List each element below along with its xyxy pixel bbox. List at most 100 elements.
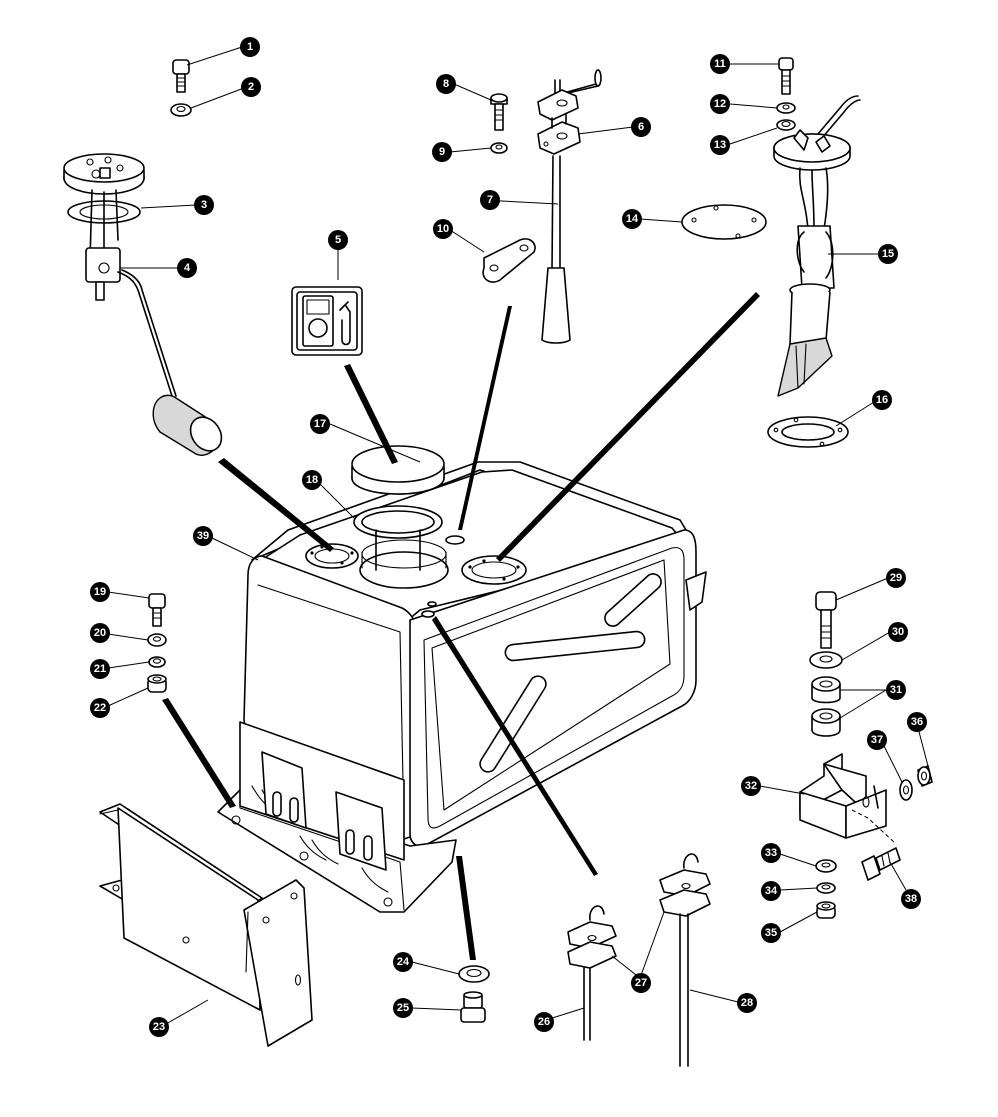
fuel-level-sender [63, 153, 223, 456]
callout-24: 24 [393, 952, 413, 972]
callout-15: 15 [878, 244, 898, 264]
svg-text:32: 32 [745, 780, 757, 792]
svg-text:33: 33 [765, 847, 777, 859]
fuel-gauge-label [291, 286, 363, 356]
callout-23: 23 [149, 1017, 169, 1037]
svg-text:7: 7 [487, 194, 493, 206]
callout-badges: 1 2 3 4 5 6 7 8 9 10 11 12 13 14 15 16 1… [90, 37, 927, 1037]
fuel-tank [217, 461, 707, 913]
bush-part-31-upper [811, 676, 841, 704]
callout-25: 25 [393, 998, 413, 1018]
svg-text:11: 11 [714, 58, 726, 70]
callout-8: 8 [436, 74, 456, 94]
svg-text:17: 17 [314, 418, 326, 430]
callout-4: 4 [177, 258, 197, 278]
svg-text:37: 37 [871, 734, 883, 746]
callout-32: 32 [741, 776, 761, 796]
callout-27: 27 [631, 973, 651, 993]
svg-text:31: 31 [890, 684, 902, 696]
callout-38: 38 [901, 889, 921, 909]
callout-9: 9 [432, 142, 452, 162]
svg-text:3: 3 [201, 199, 207, 211]
sealing-ring [767, 416, 849, 448]
svg-text:28: 28 [741, 997, 753, 1009]
bush-part-31-lower [811, 708, 841, 737]
svg-text:38: 38 [905, 893, 917, 905]
callout-6: 6 [631, 117, 651, 137]
svg-text:34: 34 [765, 885, 778, 897]
callout-17: 17 [310, 414, 330, 434]
callout-7: 7 [480, 190, 500, 210]
svg-text:26: 26 [538, 1016, 550, 1028]
filler-cap [351, 445, 445, 495]
fuel-pump-assembly [773, 95, 861, 397]
callout-18: 18 [302, 470, 322, 490]
svg-text:14: 14 [626, 213, 639, 225]
callout-39: 39 [193, 526, 213, 546]
callout-12: 12 [710, 94, 730, 114]
filler-seal [353, 505, 443, 571]
callout-11: 11 [710, 54, 730, 74]
callout-33: 33 [761, 843, 781, 863]
svg-text:8: 8 [443, 78, 449, 90]
svg-text:20: 20 [94, 627, 106, 639]
bolt-part-19 [148, 593, 166, 627]
mounting-bracket [99, 803, 313, 1047]
callout-16: 16 [872, 390, 892, 410]
callout-35: 35 [761, 923, 781, 943]
callout-37: 37 [867, 730, 887, 750]
screw-part-11 [778, 57, 794, 95]
svg-text:13: 13 [714, 139, 726, 151]
svg-text:16: 16 [876, 394, 888, 406]
pickup-tube-assembly [537, 69, 602, 344]
callout-13: 13 [710, 135, 730, 155]
svg-text:35: 35 [765, 927, 777, 939]
svg-text:12: 12 [714, 98, 726, 110]
svg-text:36: 36 [911, 716, 923, 728]
washer-part-2 [170, 103, 192, 117]
callout-19: 19 [90, 582, 110, 602]
screw-part-1 [172, 59, 190, 93]
nut-part-22 [147, 674, 167, 693]
svg-text:1: 1 [247, 41, 253, 53]
washer-part-20 [147, 633, 167, 647]
svg-text:15: 15 [882, 248, 894, 260]
svg-text:21: 21 [94, 663, 106, 675]
callout-2: 2 [241, 77, 261, 97]
callout-26: 26 [534, 1012, 554, 1032]
blanking-plate [482, 238, 536, 283]
callout-3: 3 [194, 195, 214, 215]
bolt-part-29 [815, 591, 837, 649]
pickup-tube-long [659, 853, 711, 1067]
svg-text:39: 39 [197, 530, 209, 542]
callout-34: 34 [761, 881, 781, 901]
spring-washer-part-13 [776, 119, 796, 131]
svg-text:6: 6 [638, 121, 644, 133]
svg-text:18: 18 [306, 474, 318, 486]
drain-washer [458, 965, 490, 983]
callout-28: 28 [737, 993, 757, 1013]
callout-21: 21 [90, 659, 110, 679]
svg-text:25: 25 [397, 1002, 409, 1014]
callout-5: 5 [328, 230, 348, 250]
svg-text:27: 27 [635, 977, 647, 989]
spring-washer-part-21 [148, 656, 166, 668]
washer-part-37 [899, 779, 913, 801]
svg-text:9: 9 [439, 146, 445, 158]
callout-36: 36 [907, 712, 927, 732]
svg-text:19: 19 [94, 586, 106, 598]
assembly-lines [162, 292, 760, 960]
spring-washer-part-34 [816, 882, 836, 894]
drain-plug [460, 991, 486, 1023]
callout-31: 31 [886, 680, 906, 700]
pickup-tube-short [567, 905, 617, 1041]
washer-part-30 [809, 651, 843, 669]
nut-part-36 [917, 765, 933, 787]
callout-1: 1 [240, 37, 260, 57]
bolt-part-38 [861, 847, 901, 881]
callout-30: 30 [888, 622, 908, 642]
svg-text:5: 5 [335, 234, 341, 246]
svg-text:23: 23 [153, 1021, 165, 1033]
screw-part-8 [490, 93, 508, 131]
